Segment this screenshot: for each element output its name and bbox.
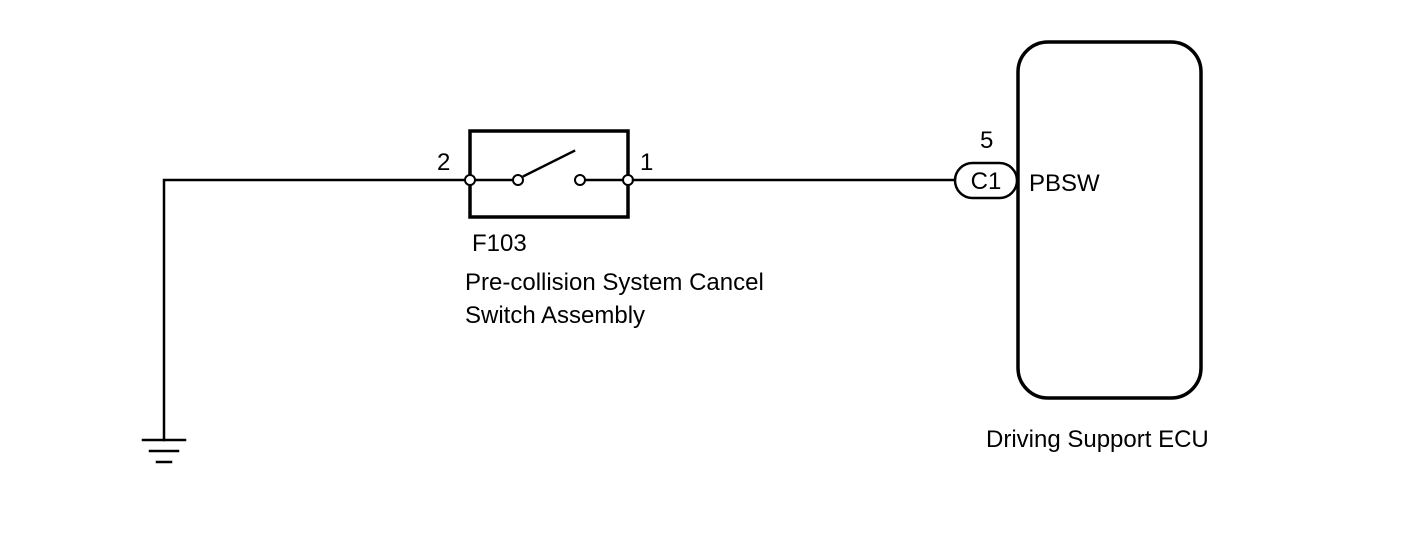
connector-pin-label: 5: [980, 127, 993, 154]
ground-wire: [162, 178, 472, 442]
switch-name-line1: Pre-collision System Cancel: [465, 269, 764, 296]
switch-code-label: F103: [472, 230, 527, 257]
switch-box: [468, 129, 630, 219]
connector-oval: [953, 161, 1019, 200]
connector-code-label: C1: [971, 168, 1002, 195]
switch-pin-left-label: 2: [437, 149, 450, 176]
ecu-block: [1016, 40, 1203, 400]
switch-terminal-2: [464, 174, 476, 186]
switch-terminal-1: [622, 174, 634, 186]
switch-pin-right-label: 1: [640, 149, 653, 176]
ground-icon: [141, 438, 187, 464]
switch-contact-icon: [468, 149, 630, 186]
ecu-terminal-label: PBSW: [1029, 170, 1100, 197]
switch-name-line2: Switch Assembly: [465, 302, 645, 329]
ecu-name-label: Driving Support ECU: [986, 426, 1209, 453]
